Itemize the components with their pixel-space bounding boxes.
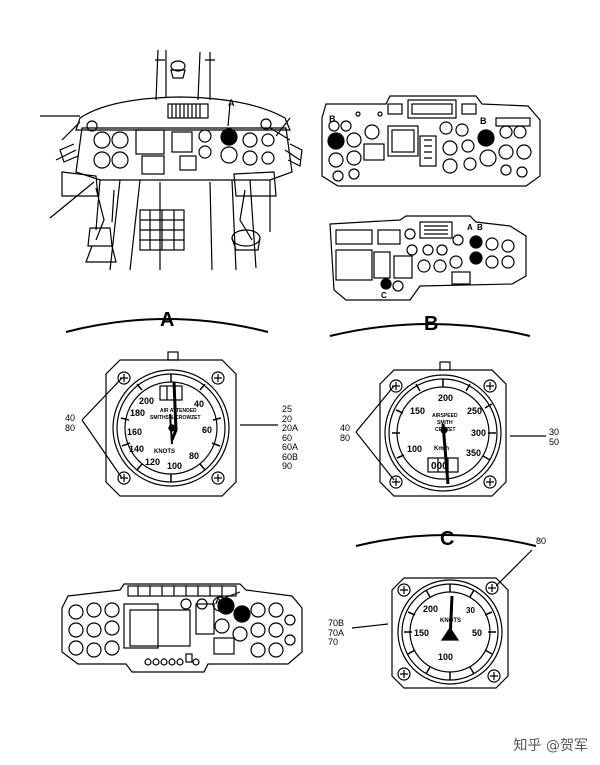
detail-a-right-callouts: 25 20 20A 60 60A 60B 90 <box>282 404 299 472</box>
panel1-callout-b-right: B <box>480 116 487 126</box>
detail-c-left-callout-70a: 70A <box>328 627 345 638</box>
panel2-callout-b: B <box>477 223 483 232</box>
detail-a-right-callout: 20 <box>282 413 293 424</box>
detail-b-num-350: 350 <box>466 448 481 458</box>
detail-b-left-callout-80: 80 <box>340 432 351 443</box>
detail-b-right-callout-30: 30 <box>549 427 560 437</box>
detail-a-num-200: 200 <box>139 396 154 406</box>
detail-a-right-callout: 60A <box>282 442 299 452</box>
detail-a-num-80: 80 <box>189 451 199 461</box>
watermark: 知乎 @贺军 <box>513 738 588 754</box>
detail-b-left-callout-40: 40 <box>340 423 351 433</box>
panel3-callout-a: A <box>215 596 222 606</box>
detail-b-odometer: 000 <box>431 461 448 472</box>
detail-a-num-120: 120 <box>145 457 160 467</box>
panel2-callout-c: C <box>381 291 387 300</box>
panel1-callout-b-left: B <box>329 114 336 124</box>
detail-a-num-140: 140 <box>129 444 144 454</box>
detail-a-num-100: 100 <box>167 461 182 471</box>
detail-a-units: KNOTS <box>154 449 175 455</box>
instrument-panel-2: A B C <box>329 215 527 301</box>
detail-a-left-callout-80: 80 <box>65 422 76 433</box>
detail-a-title: A <box>160 309 174 331</box>
detail-b-maker-line2: SMITH <box>437 420 453 426</box>
detail-b-units: Km/h <box>434 446 449 452</box>
detail-b-right-callouts: 30 50 <box>549 427 560 447</box>
detail-a-num-180: 180 <box>130 408 145 418</box>
detail-a-num-160: 160 <box>127 427 142 437</box>
detail-c-num-150: 150 <box>414 628 429 638</box>
detail-b-num-100: 100 <box>407 444 422 454</box>
detail-a-right-callout: 60 <box>282 432 293 443</box>
detail-a-left-callouts: 40 80 <box>65 413 76 433</box>
detail-c-left-callouts: 70B 70A 70 <box>328 618 345 648</box>
detail-b-num-250: 250 <box>467 406 482 416</box>
detail-c-num-100: 100 <box>438 652 453 662</box>
detail-c-num-200: 200 <box>423 604 438 614</box>
detail-a-num-40: 40 <box>194 399 204 409</box>
detail-a-ticks <box>120 374 222 482</box>
detail-b-num-300: 300 <box>471 428 486 438</box>
detail-a-right-callout: 25 <box>282 404 293 414</box>
instrument-panel-3: A <box>61 583 303 673</box>
detail-b-maker-line3: CROZET <box>435 427 456 433</box>
detail-c-num-50: 50 <box>472 628 482 638</box>
detail-c-units: KNOTS <box>440 618 461 624</box>
detail-b-maker-line1: AIRSPEED <box>432 413 458 419</box>
detail-a-maker-line1: AIR ATTENDED <box>160 408 197 414</box>
detail-a: A 200 40 180 160 60 140 120 100 80 AIR A… <box>65 309 278 497</box>
detail-c-left-callout-70b: 70B <box>328 618 345 628</box>
panel2-callout-a: A <box>467 223 473 232</box>
detail-c-left-callout-70: 70 <box>328 637 339 647</box>
detail-a-right-callout: 60B <box>282 451 299 462</box>
detail-a-num-60: 60 <box>202 425 212 435</box>
detail-c-title: C <box>440 528 454 550</box>
detail-b-right-callout-50: 50 <box>549 436 560 447</box>
detail-a-left-callout-40: 40 <box>65 413 76 423</box>
detail-c-ticks <box>404 584 496 680</box>
detail-c-num-30: 30 <box>466 606 475 615</box>
detail-c-top-callout: 80 <box>536 536 547 546</box>
instrument-panel-1: B B <box>321 95 541 187</box>
cockpit-callout-a: A <box>228 98 235 108</box>
cockpit-view: A <box>40 49 303 271</box>
detail-a-maker-line2: SMITHS & CROWZET <box>150 415 201 421</box>
detail-b-title: B <box>424 313 438 335</box>
detail-b-num-200: 200 <box>438 393 453 403</box>
detail-b-left-callouts: 40 80 <box>340 423 351 443</box>
detail-b-num-150: 150 <box>410 406 425 416</box>
detail-c: C 200 30 150 50 100 KNOTS <box>351 528 537 689</box>
detail-b-ticks <box>392 379 496 461</box>
detail-a-right-callout: 20A <box>282 423 299 433</box>
detail-b: B 200 150 250 300 100 350 AIRSPEED SMITH… <box>329 313 546 497</box>
detail-a-right-callout: 90 <box>282 461 293 471</box>
